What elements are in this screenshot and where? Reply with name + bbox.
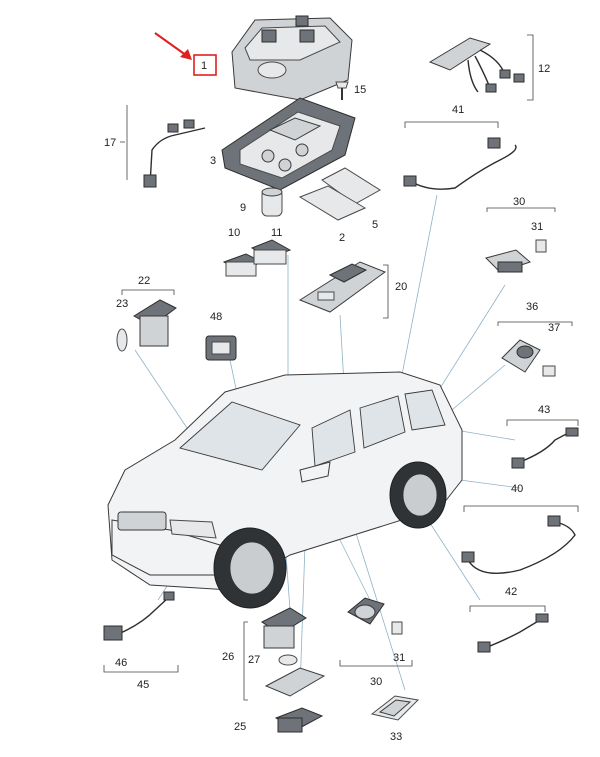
callout-41: 41 xyxy=(452,104,464,116)
lamp-part-22 xyxy=(133,299,177,347)
callout-9: 9 xyxy=(240,202,246,214)
bulb-part-23 xyxy=(116,328,128,352)
callout-31-bottom: 31 xyxy=(393,652,405,664)
lamp-housing-part-26-lower xyxy=(264,667,326,697)
callout-43: 43 xyxy=(538,404,550,416)
switch-part-48 xyxy=(205,335,237,361)
callout-1: 1 xyxy=(201,60,207,72)
bulb-part-27 xyxy=(278,654,298,666)
screw-part-15 xyxy=(335,81,349,100)
callout-46: 46 xyxy=(115,657,127,669)
callout-30-top: 30 xyxy=(513,196,525,208)
vehicle-illustration xyxy=(107,371,463,609)
callout-22: 22 xyxy=(138,275,150,287)
lens-part-2 xyxy=(298,185,367,221)
callout-15: 15 xyxy=(354,84,366,96)
lens-part-33 xyxy=(370,695,420,721)
grouping-brackets xyxy=(103,34,579,701)
callout-40: 40 xyxy=(511,483,523,495)
switch-part-9 xyxy=(261,187,283,217)
callout-27: 27 xyxy=(248,654,260,666)
callout-36: 36 xyxy=(526,301,538,313)
lamp-part-30-top xyxy=(485,249,531,273)
cable-part-40 xyxy=(461,515,576,574)
callout-45: 45 xyxy=(137,679,149,691)
cable-part-41 xyxy=(403,137,517,190)
callout-3: 3 xyxy=(210,155,216,167)
cable-part-46 xyxy=(103,591,175,641)
lamp-part-26 xyxy=(261,607,307,649)
lamp-part-36 xyxy=(501,339,541,373)
roof-console-part-1 xyxy=(231,15,353,101)
red-arrow xyxy=(154,32,192,60)
cable-part-42 xyxy=(477,613,549,653)
callout-labels: 1 2 3 5 9 10 11 12 15 17 20 22 23 25 26 … xyxy=(104,60,560,743)
callout-17: 17 xyxy=(104,137,116,149)
control-module-part-12 xyxy=(428,37,525,93)
callout-31-top: 31 xyxy=(531,221,543,233)
callout-20: 20 xyxy=(395,281,407,293)
callout-11: 11 xyxy=(271,227,282,239)
callout-33: 33 xyxy=(390,731,402,743)
callout-48: 48 xyxy=(210,311,222,323)
clip-part-31-top xyxy=(535,239,547,253)
trim-frame-part-3 xyxy=(221,97,356,191)
callout-30-bottom: 30 xyxy=(370,676,382,688)
clip-part-31-bottom xyxy=(391,621,403,635)
callout-1-highlight xyxy=(193,54,217,76)
switch-part-11 xyxy=(250,239,292,265)
lamp-part-25 xyxy=(274,707,324,733)
callout-23: 23 xyxy=(116,298,128,310)
cable-part-43 xyxy=(511,427,579,469)
callout-25: 25 xyxy=(234,721,246,733)
callout-42: 42 xyxy=(505,586,517,598)
callout-5: 5 xyxy=(372,219,378,231)
wiring-harness-part-17 xyxy=(143,119,206,188)
callout-2: 2 xyxy=(339,232,345,244)
bulb-part-37 xyxy=(542,365,556,377)
callout-26: 26 xyxy=(222,651,234,663)
callout-10: 10 xyxy=(228,227,240,239)
reading-light-part-20 xyxy=(298,261,387,313)
callout-37: 37 xyxy=(548,322,560,334)
lamp-part-30-bottom xyxy=(347,597,385,625)
callout-12: 12 xyxy=(538,63,550,75)
